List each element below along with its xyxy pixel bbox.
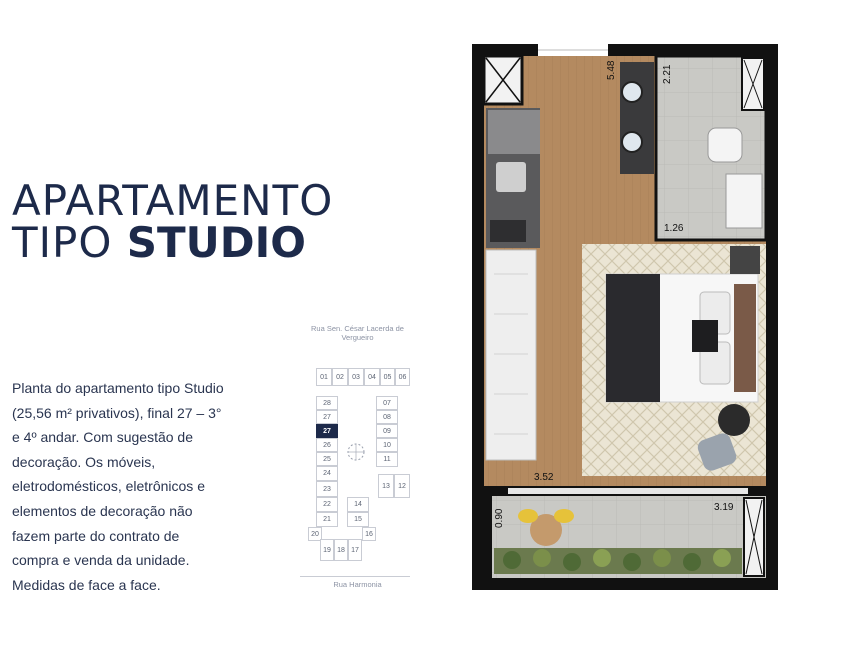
unit-16: 16 [362,527,376,541]
bed-blanket [606,274,660,402]
unit-05: 05 [380,368,395,386]
unit-19: 19 [320,539,334,561]
key-plan: Rua Sen. César Lacerda de Vergueiro 01 0… [300,322,415,594]
unit-07: 07 [376,396,398,410]
unit-25: 25 [316,452,338,466]
unit-10: 10 [376,438,398,452]
plan-description: Planta do apartamento tipo Studio (25,56… [12,380,224,593]
dim-2-21: 2.21 [662,64,673,84]
street-top-label: Rua Sen. César Lacerda de Vergueiro [311,324,404,342]
unit-03: 03 [348,368,364,386]
unit-23: 23 [316,481,338,497]
unit-17: 17 [348,539,362,561]
unit-15: 15 [347,512,369,527]
nightstand [730,246,760,274]
unit-28: 28 [316,396,338,410]
dim-5-48: 5.48 [606,60,617,80]
dim-3-52: 3.52 [534,472,554,483]
floor-plan: 5.48 2.21 1.26 3.52 0.90 3.19 [472,44,778,590]
unit-18: 18 [334,539,348,561]
unit-26: 26 [316,438,338,452]
unit-27-selected: 27 [316,424,338,438]
planter [494,548,742,574]
unit-08: 08 [376,410,398,424]
unit-12: 12 [394,474,410,498]
dim-1-26: 1.26 [664,223,684,234]
cooktop [490,220,526,242]
unit-27: 27 [316,410,338,424]
unit-22: 22 [316,497,338,512]
page-title: APARTAMENTO TIPO STUDIO [12,180,333,264]
title-line-2: TIPO STUDIO [12,218,306,267]
unit-04: 04 [364,368,380,386]
title-line-2-bold: STUDIO [126,218,306,267]
sink [496,162,526,192]
unit-06: 06 [395,368,410,386]
title-line-1: APARTAMENTO [12,176,334,225]
unit-20: 20 [308,527,322,541]
headboard [734,284,756,392]
unit-14: 14 [347,497,369,512]
unit-11: 11 [376,452,398,467]
stool-1 [621,81,643,103]
balcony-table [530,514,562,546]
unit-02: 02 [332,368,348,386]
unit-21: 21 [316,512,338,527]
bar-counter [620,62,654,174]
bathroom-sink [725,173,763,229]
unit-09: 09 [376,424,398,438]
title-line-2-light: TIPO [12,218,127,267]
armchair [697,433,737,471]
wardrobe [485,249,537,461]
unit-01: 01 [316,368,332,386]
stool-2 [621,131,643,153]
balcony-door [508,488,748,494]
dim-0-90: 0.90 [494,508,505,528]
courtyard-compass-icon [347,443,365,461]
fridge [488,110,540,154]
unit-13: 13 [378,474,394,498]
toilet [707,127,743,163]
balcony-chair-2 [554,509,574,523]
unit-24: 24 [316,466,338,481]
laptop-tray [692,320,718,352]
plant-pot [718,404,750,436]
dim-3-19: 3.19 [714,502,734,513]
street-bottom-label: Rua Harmonia [333,580,382,589]
balcony-chair-1 [518,509,538,523]
street-line [300,576,410,577]
